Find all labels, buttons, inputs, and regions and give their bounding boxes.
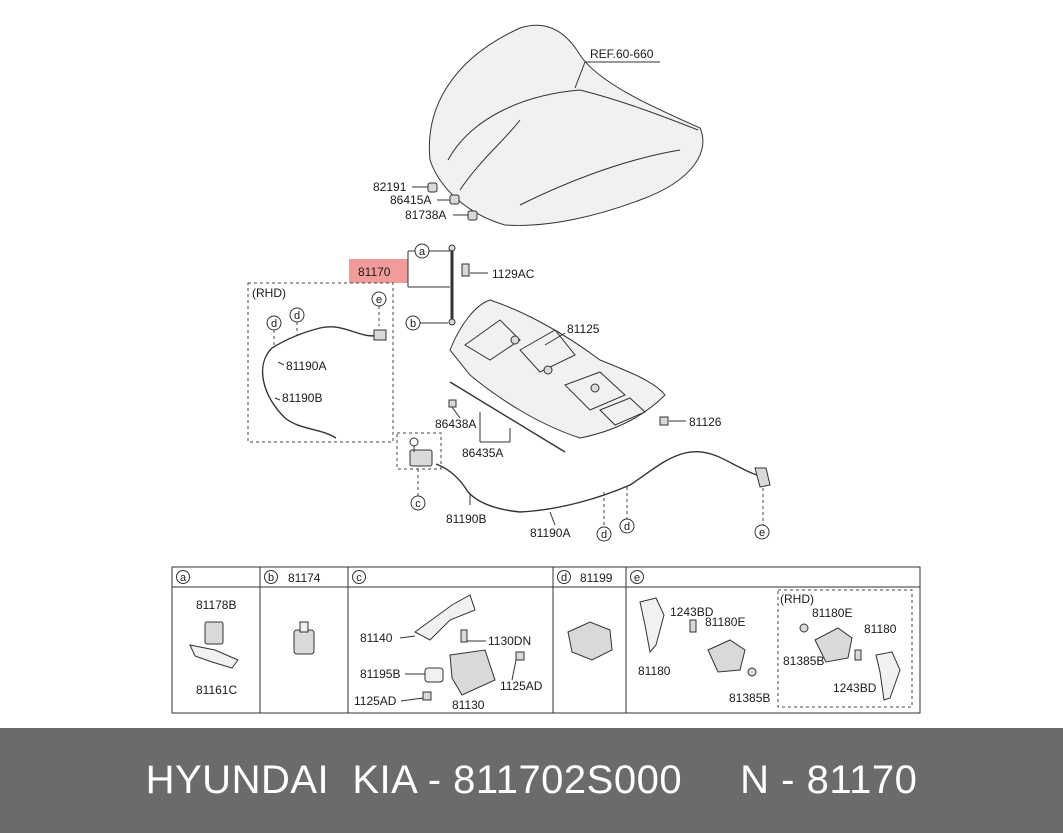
svg-text:d: d — [561, 572, 567, 584]
svg-text:86438A: 86438A — [435, 417, 476, 431]
footer-code: N - 81170 — [740, 758, 918, 802]
svg-text:1243BD: 1243BD — [670, 605, 714, 619]
svg-text:81140: 81140 — [360, 631, 393, 645]
bolt-1129AC-label: 1129AC — [492, 267, 535, 281]
highlight-part-label: 81170 — [358, 265, 391, 279]
svg-text:81126: 81126 — [689, 415, 722, 429]
insulator-81125-label: 81125 — [567, 322, 600, 336]
svg-text:81180: 81180 — [638, 664, 671, 678]
detail-cell-c: c 81140 1130DN 81195B 1125AD 1125AD 8113… — [352, 570, 543, 712]
svg-text:b: b — [268, 572, 274, 584]
highlight-box — [349, 259, 408, 283]
svg-text:1130DN: 1130DN — [488, 634, 531, 648]
cable-81190B-label: 81190B — [446, 512, 486, 526]
seal-strip — [449, 381, 566, 453]
rhd-label: (RHD) — [252, 286, 286, 300]
svg-text:81180: 81180 — [864, 622, 897, 636]
rhd-81190B-label: 81190B — [282, 391, 322, 405]
release-handle — [754, 467, 771, 488]
svg-text:86415A: 86415A — [390, 193, 431, 207]
svg-text:b: b — [410, 318, 416, 330]
detail-cell-a: a 81178B 81161C — [176, 570, 239, 697]
footer-brand-part: HYUNDAI KIA - 811702S000 — [145, 758, 683, 802]
detail-cell-d: d 81199 — [557, 570, 613, 661]
cable-81190A-label: 81190A — [530, 526, 570, 540]
seal-86435A-label: 86435A — [462, 446, 503, 460]
svg-text:e: e — [376, 294, 382, 306]
svg-text:81199: 81199 — [580, 571, 613, 585]
bumper-81738A: 81738A — [405, 208, 478, 222]
part-number-footer: HYUNDAI KIA - 811702S000 N - 81170 — [0, 728, 1063, 833]
footer-spacer — [682, 758, 740, 803]
ref-label: REF.60-660 — [590, 47, 654, 61]
clip-81126: 81126 — [659, 415, 722, 429]
latch-box — [396, 432, 442, 470]
rhd-cable-end — [373, 329, 387, 341]
rhd-release-cable — [261, 326, 381, 439]
latch-assembly — [409, 437, 433, 467]
svg-text:81174: 81174 — [288, 571, 321, 585]
detail-rhd-box — [777, 589, 913, 708]
svg-text:81738A: 81738A — [405, 208, 446, 222]
svg-text:d: d — [601, 529, 607, 541]
callout-d-rhd-1: d — [266, 315, 282, 331]
callout-b: b — [405, 315, 421, 331]
rhd-box — [247, 282, 394, 443]
callout-c: c — [410, 495, 426, 511]
callout-d-rhd-2: d — [289, 307, 305, 323]
svg-text:c: c — [356, 572, 362, 584]
detail-table — [171, 566, 921, 714]
callout-e-rhd: e — [371, 291, 387, 307]
svg-text:1243BD: 1243BD — [833, 681, 877, 695]
svg-text:a: a — [180, 572, 187, 584]
ref-leader — [574, 61, 586, 89]
callout-a: a — [414, 243, 430, 259]
detail-cell-b: b 81174 — [264, 570, 321, 655]
callout-d-2: d — [619, 518, 635, 534]
svg-text:1125AD: 1125AD — [500, 679, 543, 693]
svg-text:81180E: 81180E — [705, 615, 745, 629]
svg-text:d: d — [294, 310, 300, 322]
rhd-81190A-label: 81190A — [286, 359, 326, 373]
svg-text:e: e — [759, 527, 765, 539]
svg-text:c: c — [415, 498, 421, 510]
bumper-82191: 82191 — [373, 180, 438, 194]
svg-text:a: a — [419, 246, 426, 258]
svg-text:81385B: 81385B — [783, 654, 824, 668]
bumper-86415A: 86415A — [390, 193, 460, 207]
svg-text:(RHD): (RHD) — [780, 592, 814, 606]
svg-text:81195B: 81195B — [360, 667, 400, 681]
svg-text:81385B: 81385B — [729, 691, 770, 705]
svg-text:d: d — [271, 318, 277, 330]
detail-cell-e: e 1243BD 81180E 81180 81385B (RHD) 81180… — [630, 570, 913, 708]
svg-text:81180E: 81180E — [812, 606, 852, 620]
svg-text:d: d — [624, 521, 630, 533]
svg-text:81178B: 81178B — [196, 598, 236, 612]
callout-e: e — [754, 524, 770, 540]
svg-text:82191: 82191 — [373, 180, 407, 194]
svg-text:1125AD: 1125AD — [354, 694, 397, 708]
parts-diagram: REF.60-660 82191 86415A 81738A 81170 a 1… — [171, 24, 921, 714]
svg-text:81130: 81130 — [452, 698, 485, 712]
svg-text:81161C: 81161C — [196, 683, 237, 697]
clip-86438A: 86438A — [435, 399, 476, 431]
callout-d-1: d — [596, 526, 612, 542]
hood-panel — [428, 24, 704, 226]
hood-stay-rod: 1129AC — [448, 244, 535, 326]
release-cable — [435, 451, 761, 513]
hood-insulator — [449, 299, 666, 439]
svg-text:e: e — [634, 572, 640, 584]
